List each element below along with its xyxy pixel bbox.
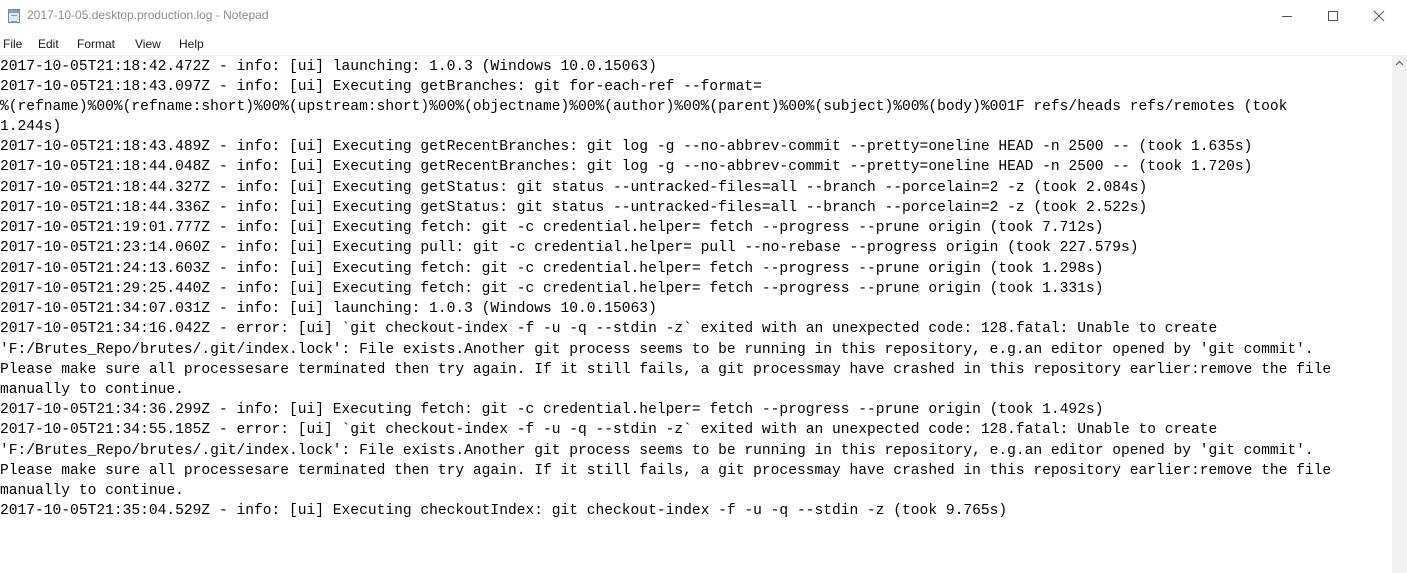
close-button[interactable] <box>1356 0 1402 32</box>
log-line: 'F:/Brutes_Repo/brutes/.git/index.lock':… <box>0 342 1314 358</box>
scroll-up-button[interactable] <box>1392 55 1407 70</box>
log-line: 2017-10-05T21:29:25.440Z - info: [ui] Ex… <box>0 281 1104 297</box>
log-line: 2017-10-05T21:18:44.336Z - info: [ui] Ex… <box>0 200 1148 216</box>
vertical-scrollbar[interactable] <box>1392 55 1407 573</box>
log-line: 2017-10-05T21:34:16.042Z - error: [ui] `… <box>0 321 1218 337</box>
log-line: 2017-10-05T21:18:44.048Z - info: [ui] Ex… <box>0 159 1253 175</box>
maximize-icon <box>1328 11 1338 21</box>
log-line: Please make sure all processesare termin… <box>0 463 1332 479</box>
menu-format[interactable]: Format <box>77 37 116 51</box>
chevron-up-icon <box>1395 60 1404 65</box>
log-line: 'F:/Brutes_Repo/brutes/.git/index.lock':… <box>0 443 1314 459</box>
log-line: 2017-10-05T21:18:43.097Z - info: [ui] Ex… <box>0 79 762 95</box>
log-line: 2017-10-05T21:19:01.777Z - info: [ui] Ex… <box>0 220 1104 236</box>
minimize-icon <box>1282 16 1292 17</box>
log-line: 2017-10-05T21:24:13.603Z - info: [ui] Ex… <box>0 261 1104 277</box>
menu-file[interactable]: File <box>3 37 23 51</box>
log-line: 2017-10-05T21:18:44.327Z - info: [ui] Ex… <box>0 180 1148 196</box>
log-line: 2017-10-05T21:34:36.299Z - info: [ui] Ex… <box>0 402 1104 418</box>
log-line: 2017-10-05T21:34:55.185Z - error: [ui] `… <box>0 422 1218 438</box>
log-line: 2017-10-05T21:18:43.489Z - info: [ui] Ex… <box>0 139 1253 155</box>
log-line: 1.244s) <box>0 119 62 135</box>
log-line: 2017-10-05T21:23:14.060Z - info: [ui] Ex… <box>0 240 1139 256</box>
close-icon <box>1373 10 1385 22</box>
log-line: manually to continue. <box>0 382 184 398</box>
notepad-icon[interactable] <box>8 9 20 23</box>
window-title: 2017-10-05.desktop.production.log - Note… <box>27 8 269 22</box>
menu-help[interactable]: Help <box>179 37 204 51</box>
title-bar[interactable]: 2017-10-05.desktop.production.log - Note… <box>0 0 1407 33</box>
menu-edit[interactable]: Edit <box>38 37 59 51</box>
menu-view[interactable]: View <box>135 37 161 51</box>
log-line: 2017-10-05T21:18:42.472Z - info: [ui] la… <box>0 59 657 75</box>
log-line: %(refname)%00%(refname:short)%00%(upstre… <box>0 99 1288 115</box>
log-line: manually to continue. <box>0 483 184 499</box>
log-line: 2017-10-05T21:34:07.031Z - info: [ui] la… <box>0 301 657 317</box>
text-editor[interactable]: 2017-10-05T21:18:42.472Z - info: [ui] la… <box>0 55 1392 573</box>
log-line: 2017-10-05T21:35:04.529Z - info: [ui] Ex… <box>0 503 1008 519</box>
maximize-button[interactable] <box>1310 0 1356 32</box>
log-line: Please make sure all processesare termin… <box>0 362 1332 378</box>
minimize-button[interactable] <box>1264 0 1310 32</box>
menu-bar: File Edit Format View Help <box>0 33 1407 55</box>
